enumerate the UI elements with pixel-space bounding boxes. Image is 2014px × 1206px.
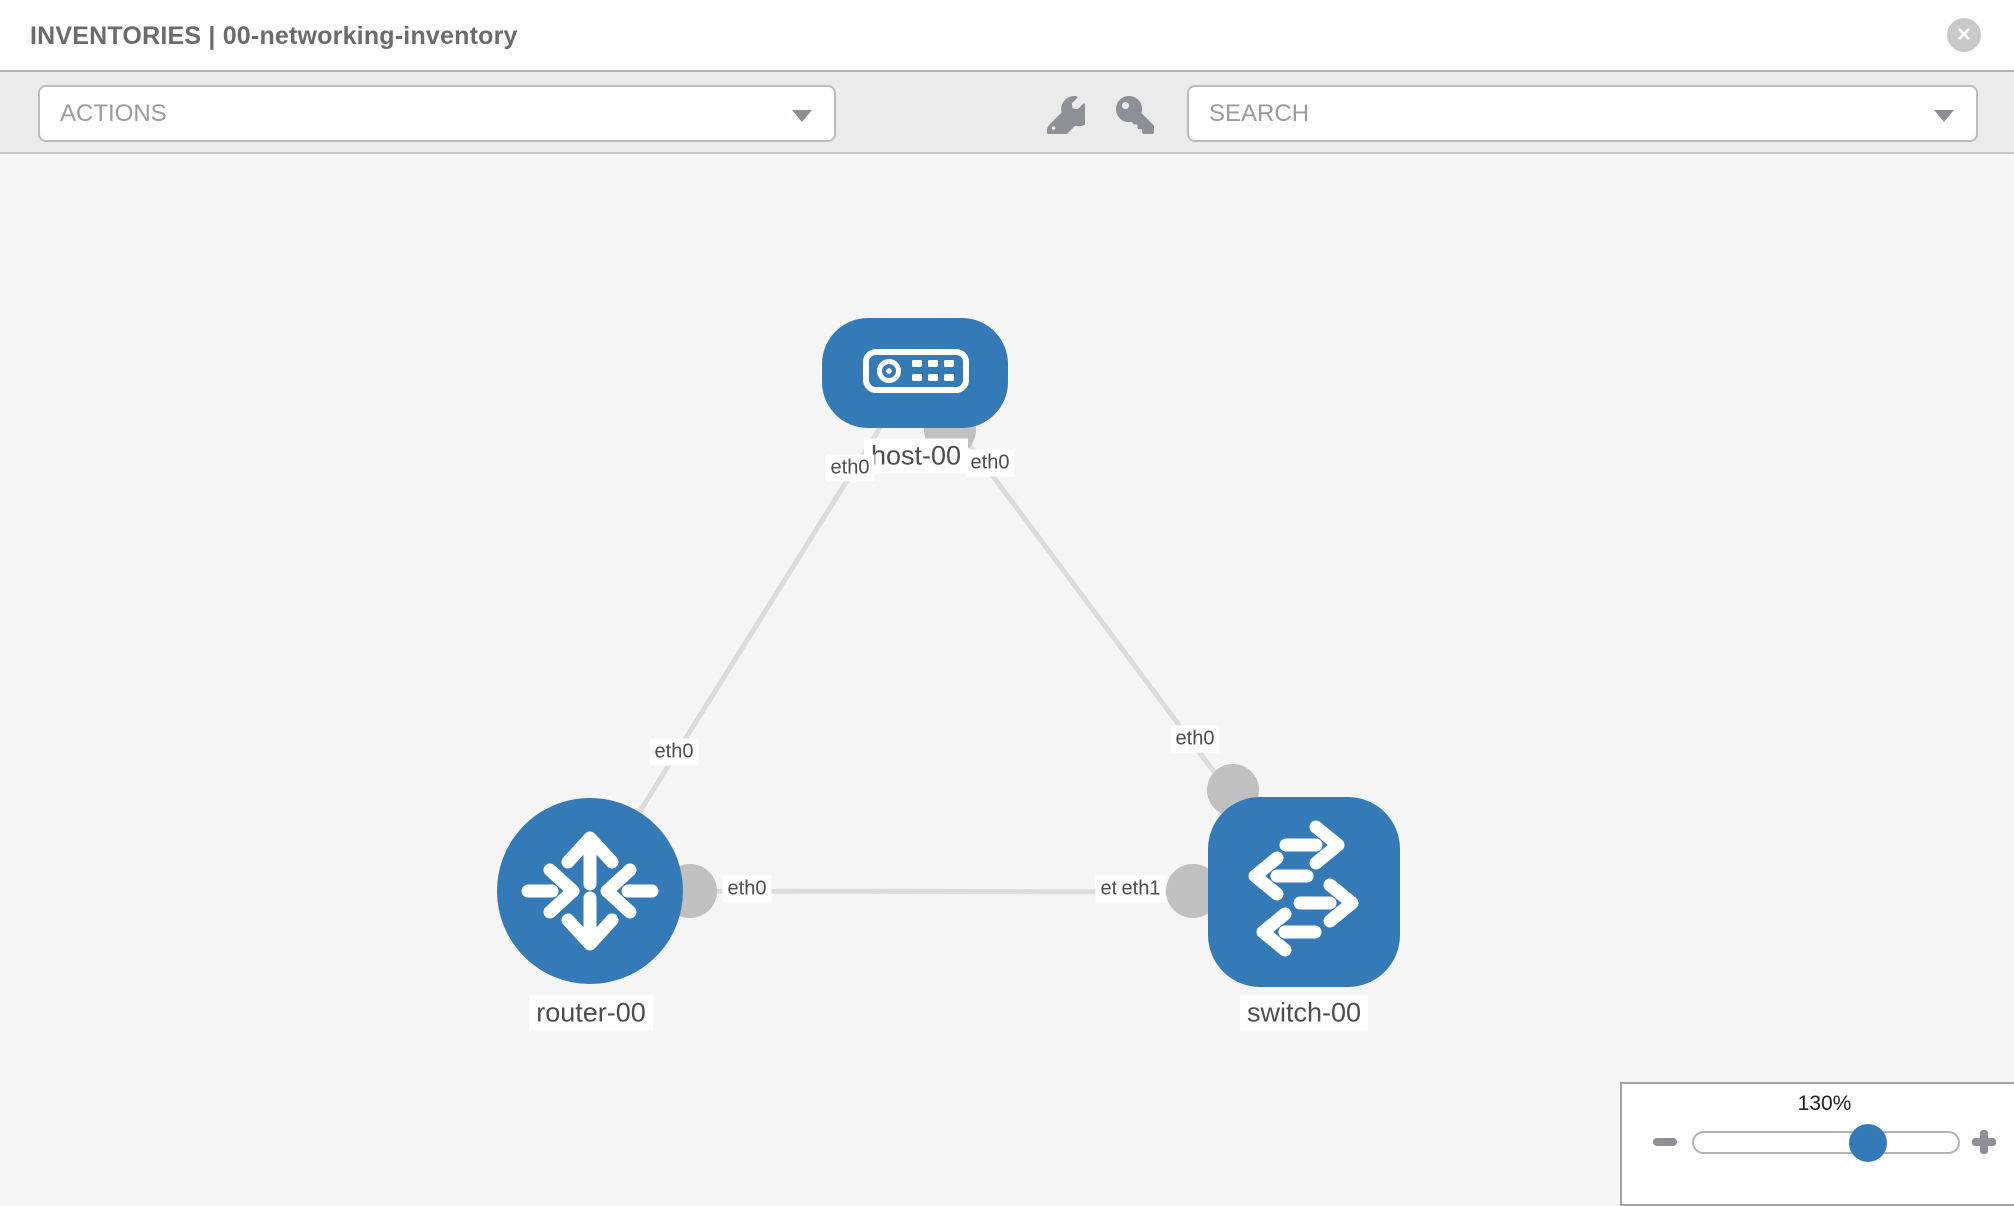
actions-dropdown[interactable]: ACTIONS <box>38 85 836 142</box>
port-circles <box>663 404 1259 918</box>
node-router-00[interactable] <box>497 798 683 984</box>
router-icon <box>521 831 659 951</box>
key-icon[interactable] <box>1116 96 1154 134</box>
search-dropdown[interactable]: SEARCH <box>1187 85 1978 142</box>
zoom-in-button[interactable] <box>1972 1130 1996 1154</box>
server-icon <box>863 349 969 393</box>
port-label-eth0-host-right: eth0 <box>965 449 1015 477</box>
port-label-eth1-link-right: eth1 <box>1116 875 1166 903</box>
topology-graph <box>497 318 1400 987</box>
port-label-eth0-switch-top: eth0 <box>1170 725 1220 753</box>
node-label-host: host-00 <box>863 438 969 474</box>
actions-dropdown-label: ACTIONS <box>60 99 167 127</box>
node-label-switch: switch-00 <box>1239 995 1369 1031</box>
port-label-eth0-router-top: eth0 <box>649 738 699 766</box>
search-dropdown-label: SEARCH <box>1209 99 1310 127</box>
header-bar: INVENTORIES | 00-networking-inventory ✕ <box>0 0 2014 72</box>
port-label-eth0-link-left: eth0 <box>722 875 772 903</box>
node-host-00[interactable] <box>822 318 1008 428</box>
zoom-out-button[interactable] <box>1653 1138 1677 1146</box>
node-switch-00[interactable] <box>1208 797 1400 987</box>
zoom-panel: 130% <box>1620 1082 2014 1206</box>
toolbar: ACTIONS SEARCH <box>0 72 2014 154</box>
topology-canvas[interactable]: host-00 router-00 switch-00 eth0 eth0 et… <box>0 156 2014 1200</box>
zoom-slider[interactable] <box>1692 1124 1960 1162</box>
port-label-eth0-host-left: eth0 <box>825 454 875 482</box>
close-icon[interactable]: ✕ <box>1947 18 1981 52</box>
zoom-slider-handle[interactable] <box>1849 1124 1887 1162</box>
node-label-router: router-00 <box>529 995 653 1031</box>
switch-icon <box>1248 820 1359 957</box>
wrench-icon[interactable] <box>1047 96 1085 134</box>
chevron-down-icon <box>1934 110 1954 122</box>
page-title: INVENTORIES | 00-networking-inventory <box>30 22 518 50</box>
zoom-level-value: 130% <box>1797 1092 1852 1115</box>
chevron-down-icon <box>792 110 812 122</box>
port-switch-eth1[interactable] <box>1166 864 1220 918</box>
